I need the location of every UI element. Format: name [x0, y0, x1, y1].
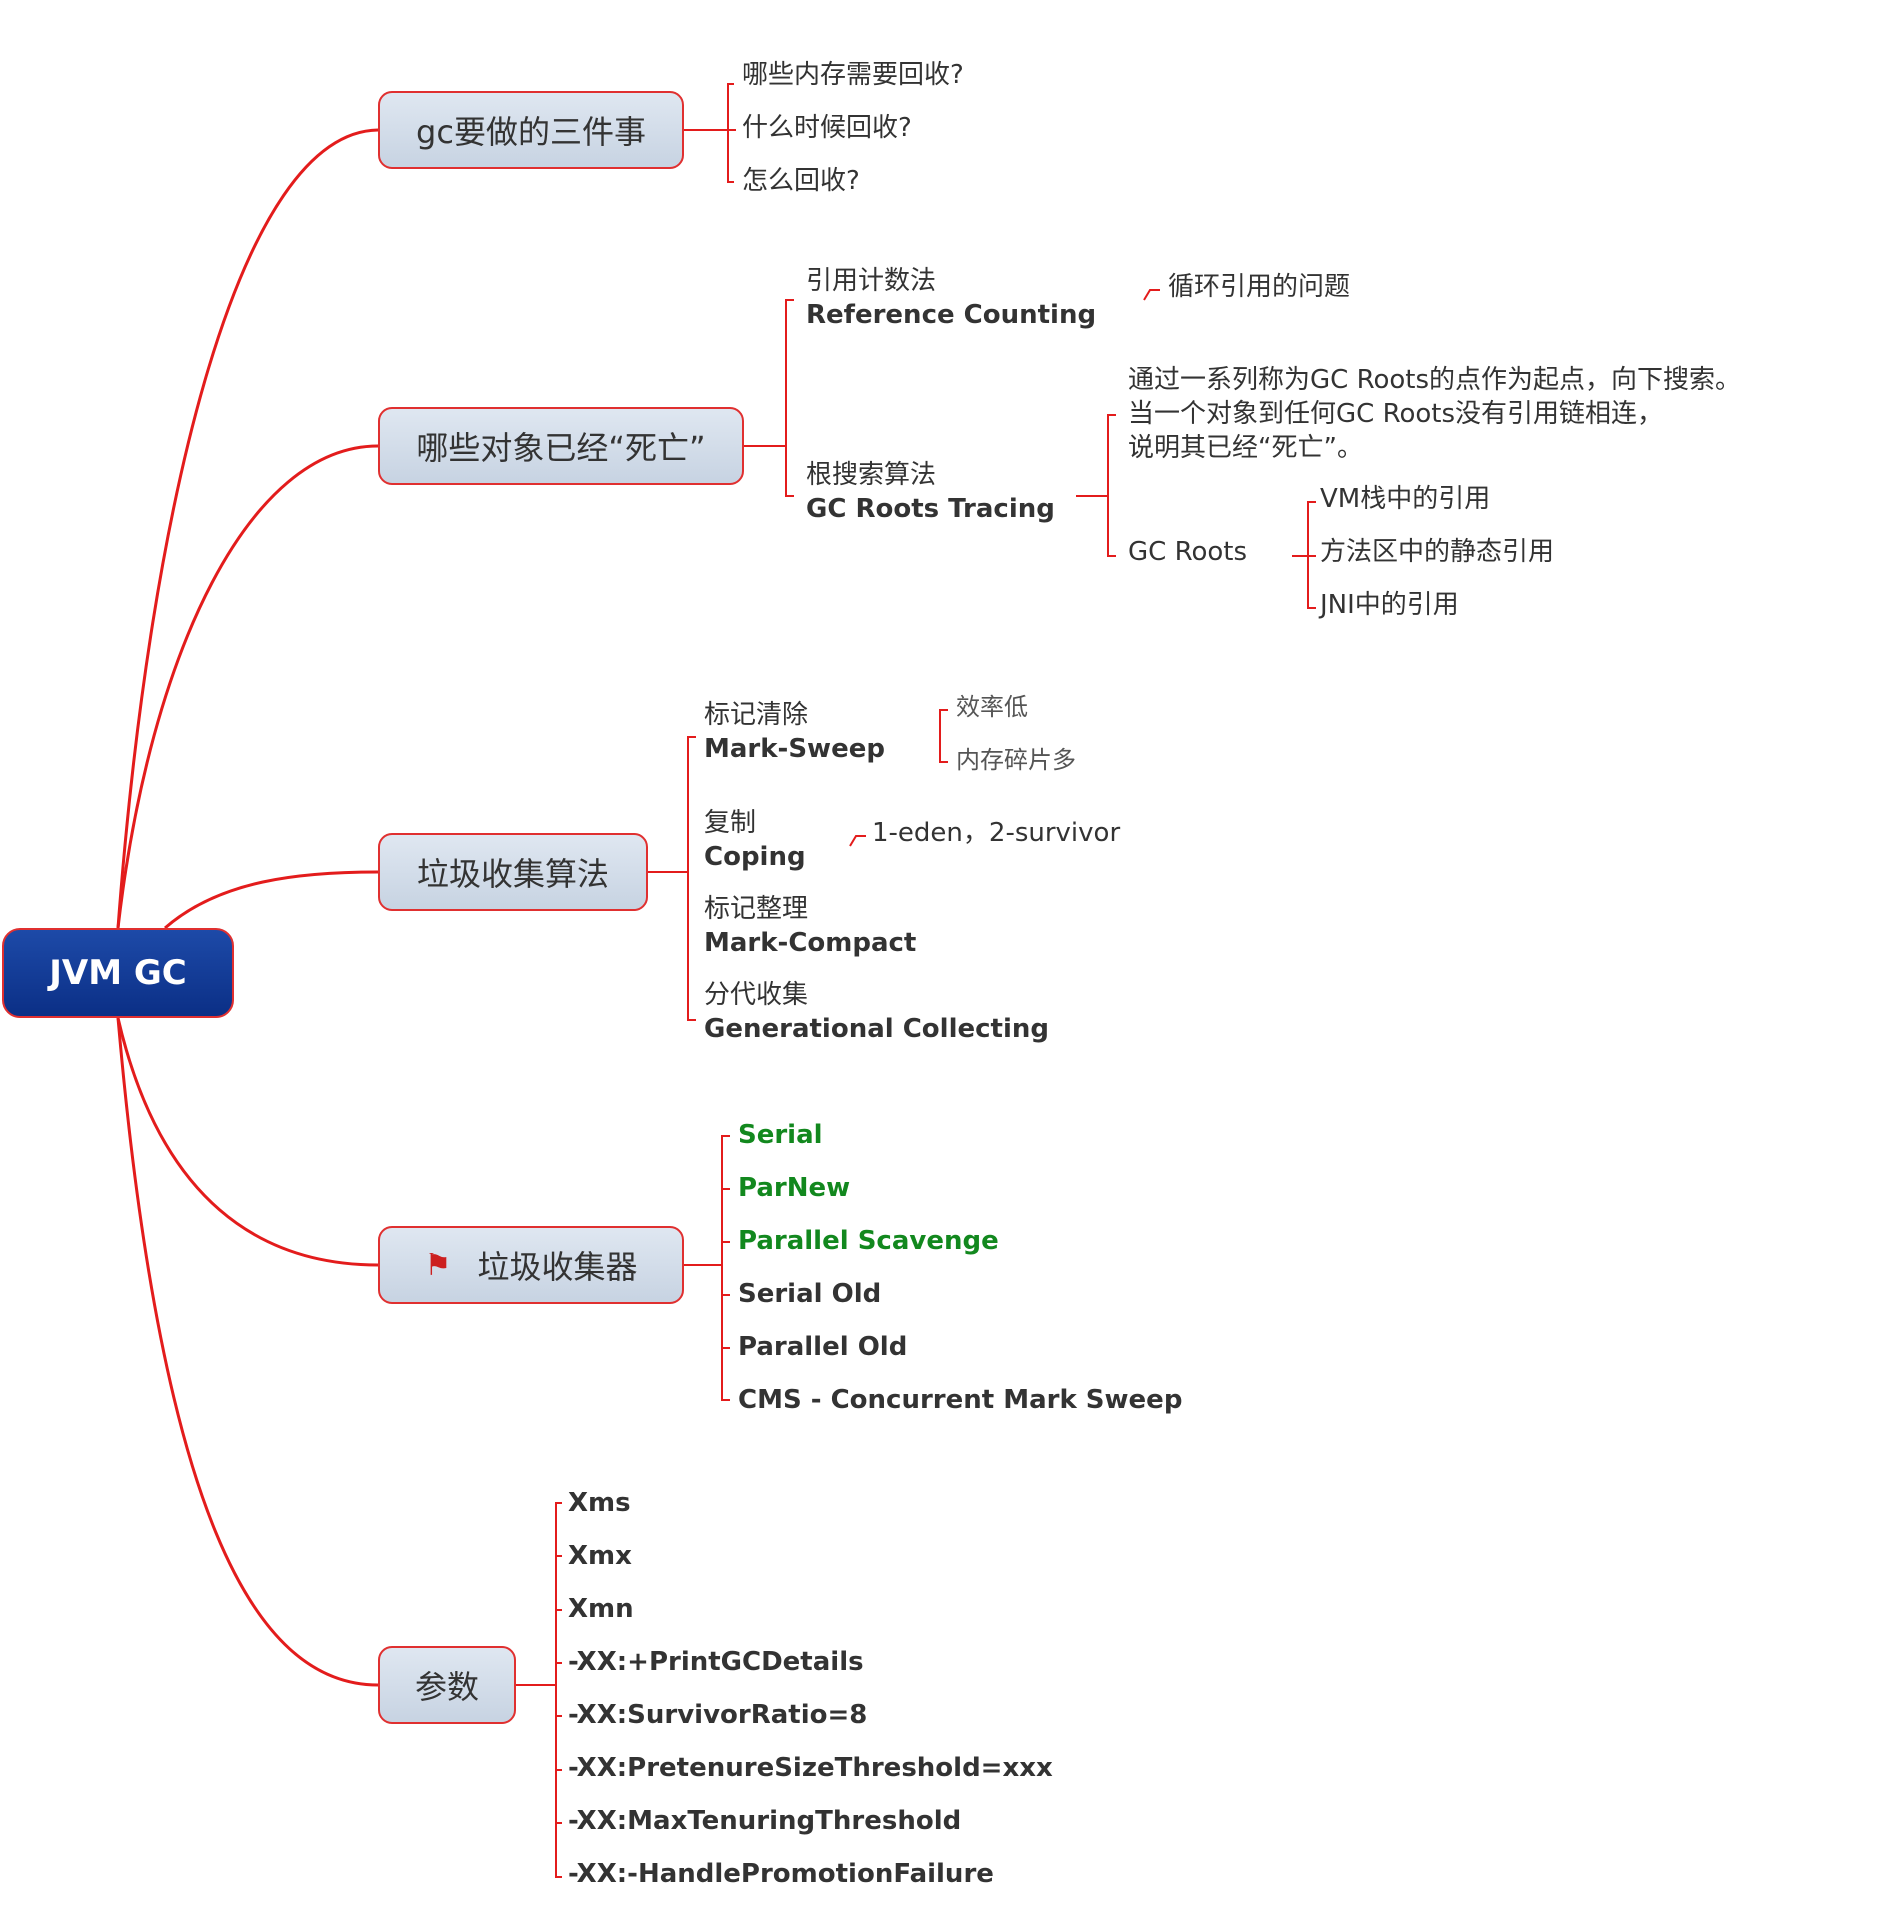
leaf-method-area-static-ref[interactable]: 方法区中的静态引用 [1320, 537, 1555, 567]
edge-root-collectors [116, 1017, 379, 1267]
leaf-coping[interactable]: 复制 Coping [704, 806, 806, 874]
red-flag-icon: ⚑ [424, 1247, 452, 1283]
generational-en: Generational Collecting [704, 1014, 1049, 1044]
roots-tracing-zh: 根搜索算法 [806, 460, 937, 490]
mark-sweep-en: Mark-Sweep [704, 734, 885, 764]
leaf-generational[interactable]: 分代收集 Generational Collecting [704, 978, 1049, 1046]
leaf-when-to-collect[interactable]: 什么时候回收? [742, 113, 912, 143]
leaf-param-print-gc-details[interactable]: -XX:+PrintGCDetails [568, 1647, 864, 1677]
leaf-gc-roots-tracing[interactable]: 根搜索算法 GC Roots Tracing [806, 458, 1055, 526]
mark-compact-zh: 标记整理 [704, 894, 809, 924]
topic-parameters[interactable]: 参数 [378, 1646, 516, 1724]
leaf-gc-roots[interactable]: GC Roots [1128, 537, 1248, 567]
leaf-serial-old[interactable]: Serial Old [738, 1279, 882, 1309]
note-circular-reference[interactable]: 循环引用的问题 [1168, 272, 1351, 302]
ref-counting-zh: 引用计数法 [806, 266, 937, 296]
leaf-ref-counting[interactable]: 引用计数法 Reference Counting [806, 264, 1096, 332]
leaf-param-handle-promotion[interactable]: -XX:-HandlePromotionFailure [568, 1859, 994, 1889]
note-eden-survivor[interactable]: 1-eden，2-survivor [872, 818, 1121, 848]
leaf-param-xms[interactable]: Xms [568, 1488, 631, 1518]
leaf-what-to-collect[interactable]: 哪些内存需要回收? [742, 60, 964, 90]
roots-tracing-en: GC Roots Tracing [806, 494, 1055, 524]
leaf-param-xmx[interactable]: Xmx [568, 1541, 632, 1571]
topic-gc-collectors[interactable]: ⚑ 垃圾收集器 [378, 1226, 684, 1304]
edge-root-algorithms [164, 870, 379, 930]
leaf-how-to-collect[interactable]: 怎么回收? [742, 166, 860, 196]
edge-root-gc-three [116, 128, 379, 929]
coping-en: Coping [704, 842, 806, 872]
mark-compact-en: Mark-Compact [704, 928, 917, 958]
ref-counting-en: Reference Counting [806, 300, 1097, 330]
leaf-jni-ref[interactable]: JNI中的引用 [1320, 590, 1459, 620]
topic-dead-objects[interactable]: 哪些对象已经“死亡” [378, 407, 744, 485]
topic-gc-collectors-label: 垃圾收集器 [477, 1248, 638, 1286]
leaf-parallel-scavenge[interactable]: Parallel Scavenge [738, 1226, 999, 1256]
leaf-param-pretenure-size[interactable]: -XX:PretenureSizeThreshold=xxx [568, 1753, 1053, 1783]
mark-sweep-zh: 标记清除 [704, 700, 809, 730]
leaf-cms[interactable]: CMS - Concurrent Mark Sweep [738, 1385, 1183, 1415]
note-memory-fragmentation[interactable]: 内存碎片多 [956, 746, 1076, 774]
leaf-param-survivor-ratio[interactable]: -XX:SurvivorRatio=8 [568, 1700, 868, 1730]
leaf-mark-sweep[interactable]: 标记清除 Mark-Sweep [704, 698, 885, 766]
root-node[interactable]: JVM GC [2, 928, 234, 1018]
edge-root-dead-objects [116, 444, 379, 929]
desc-line-2: 当一个对象到任何GC Roots没有引用链相连， [1128, 399, 1664, 429]
desc-line-1: 通过一系列称为GC Roots的点作为起点，向下搜索。 [1128, 365, 1742, 395]
leaf-vm-stack-ref[interactable]: VM栈中的引用 [1320, 484, 1491, 514]
topic-gc-three-things[interactable]: gc要做的三件事 [378, 91, 684, 169]
topic-gc-algorithms[interactable]: 垃圾收集算法 [378, 833, 648, 911]
coping-zh: 复制 [704, 808, 757, 838]
leaf-parnew[interactable]: ParNew [738, 1173, 851, 1203]
leaf-mark-compact[interactable]: 标记整理 Mark-Compact [704, 892, 916, 960]
leaf-param-max-tenuring[interactable]: -XX:MaxTenuringThreshold [568, 1806, 962, 1836]
generational-zh: 分代收集 [704, 980, 809, 1010]
edge-root-params [116, 1017, 379, 1687]
leaf-param-xmn[interactable]: Xmn [568, 1594, 634, 1624]
desc-line-3: 说明其已经“死亡”。 [1128, 433, 1363, 463]
note-roots-tracing-description[interactable]: 通过一系列称为GC Roots的点作为起点，向下搜索。 当一个对象到任何GC R… [1128, 363, 1741, 465]
note-low-efficiency[interactable]: 效率低 [956, 693, 1028, 721]
leaf-parallel-old[interactable]: Parallel Old [738, 1332, 908, 1362]
leaf-serial[interactable]: Serial [738, 1120, 823, 1150]
